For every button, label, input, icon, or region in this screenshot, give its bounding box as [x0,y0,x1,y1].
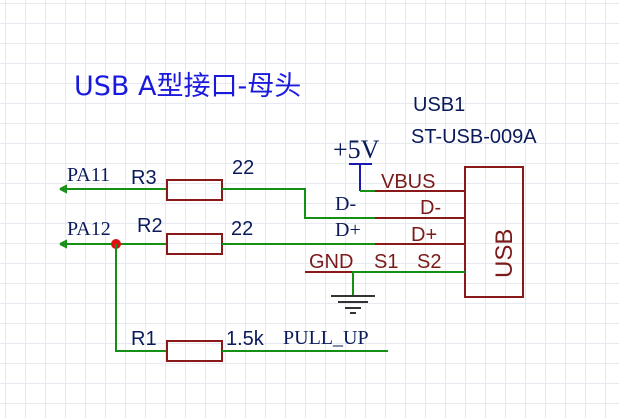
resistor-r1 [166,340,223,362]
r3-value: 22 [232,157,254,179]
pa12-port-arrow [59,239,67,249]
net-pull-up-label: PULL_UP [283,327,369,349]
r2-designator: R2 [137,215,163,237]
usb-body-label: USB [491,229,518,278]
r2-value: 22 [231,218,253,240]
wire-ground [352,271,465,296]
r1-designator: R1 [131,328,157,350]
r3-designator: R3 [131,167,157,189]
pin-gnd-label: GND [309,251,353,273]
connector-designator: USB1 [413,94,465,116]
resistor-r3 [166,179,223,201]
pin-vbus-label: VBUS [381,171,435,193]
net-dminus-label: D- [335,193,356,215]
pin-dplus-label: D+ [411,224,437,246]
schematic-title: USB A型接口-母头 [74,71,301,102]
wire-pullup-branch [115,244,167,352]
power-label: +5V [333,135,380,164]
net-pa12-label: PA12 [67,218,111,240]
pin-s2-label: S2 [417,251,441,273]
net-pa11-label: PA11 [67,164,110,186]
pin-s1-label: S1 [374,251,398,273]
resistor-r2 [166,233,223,255]
wire-dminus [222,188,375,219]
usb-connector-body [464,166,524,298]
pa11-port-arrow [59,184,67,194]
net-dplus-label: D+ [335,219,361,241]
r1-value: 1.5k [226,328,265,350]
connector-part-number: ST-USB-009A [411,126,537,148]
pin-dminus-label: D- [420,197,441,219]
